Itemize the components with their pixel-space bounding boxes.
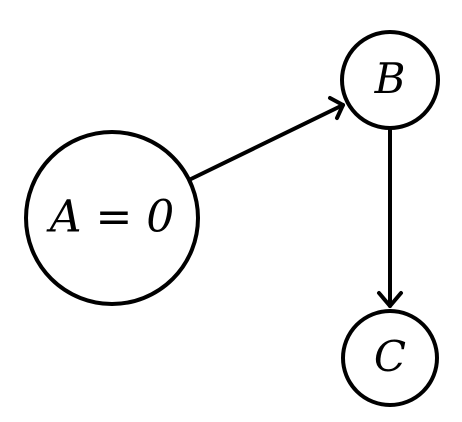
edge-a-to-b xyxy=(189,96,345,181)
edge-b-to-c-arrowhead xyxy=(377,291,403,308)
node-b-label: B xyxy=(374,54,406,103)
node-c-circle xyxy=(341,309,439,407)
edge-b-to-c xyxy=(377,126,403,308)
edge-a-to-b-line xyxy=(189,103,345,181)
edge-a-to-b-arrowhead xyxy=(328,96,345,120)
node-c: C xyxy=(341,309,439,407)
node-c-label: C xyxy=(374,332,406,381)
node-a: A = 0 xyxy=(24,130,200,306)
node-a-circle xyxy=(24,130,200,306)
node-b-circle xyxy=(340,30,440,130)
node-a-label: A = 0 xyxy=(46,192,175,243)
node-b: B xyxy=(340,30,440,130)
